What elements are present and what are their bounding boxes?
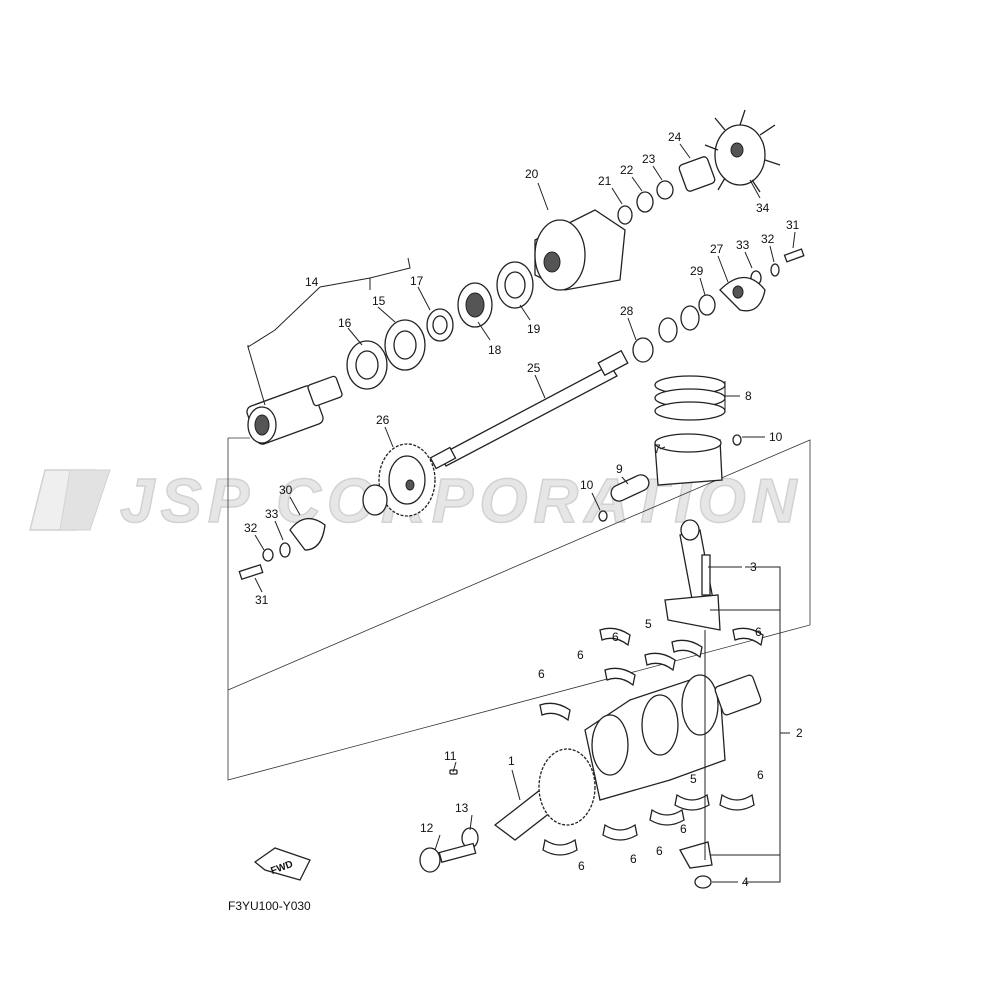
callout-6-a: 6	[538, 667, 545, 681]
callout-6-h: 6	[680, 822, 687, 836]
callout-28: 28	[620, 304, 634, 318]
part-29-washer-upper	[698, 294, 716, 316]
callout-6-b: 6	[577, 648, 584, 662]
diagram-code: F3YU100-Y030	[228, 899, 311, 913]
part-21-washer	[617, 205, 633, 225]
part-4-nut	[694, 875, 712, 889]
callout-22: 22	[620, 163, 634, 177]
callout-20: 20	[525, 167, 539, 181]
callout-10-left: 10	[580, 478, 594, 492]
callout-14: 14	[305, 275, 319, 289]
callout-24: 24	[668, 130, 682, 144]
part-10-circlip-left	[598, 510, 608, 522]
callout-17: 17	[410, 274, 424, 288]
part-31-bolt-lower	[238, 563, 264, 581]
callout-25: 25	[527, 361, 541, 375]
part-27-cam	[719, 276, 766, 312]
bearing-shells	[539, 627, 764, 856]
part-17-collar	[426, 308, 454, 342]
part-7-piston	[654, 433, 723, 486]
part-26-gear	[362, 443, 436, 517]
part-1-crankshaft	[493, 674, 762, 841]
callout-26: 26	[376, 413, 390, 427]
callout-19: 19	[527, 322, 541, 336]
part-24-sleeve	[678, 156, 716, 192]
callout-6-d: 6	[755, 625, 762, 639]
part-31-bolt-upper	[783, 248, 805, 263]
part-2-rod-cap	[679, 841, 713, 869]
callout-16: 16	[338, 316, 352, 330]
part-34-fan	[704, 109, 781, 193]
callout-33-upper: 33	[736, 238, 750, 252]
part-12-bolt	[419, 842, 477, 873]
callout-32-upper: 32	[761, 232, 775, 246]
callout-21: 21	[598, 174, 612, 188]
callout-33-lower: 33	[265, 507, 279, 521]
part-16-bearing	[346, 340, 388, 390]
callout-9: 9	[616, 462, 623, 476]
part-3-connecting-rod	[664, 519, 721, 631]
callout-32-lower: 32	[244, 521, 258, 535]
part-9-piston-pin	[610, 474, 650, 502]
callout-15: 15	[372, 294, 386, 308]
callout-4: 4	[742, 875, 749, 889]
part-18-seal	[457, 282, 493, 328]
part-20-impeller-housing	[534, 209, 626, 291]
callout-29: 29	[690, 264, 704, 278]
part-15-bearing	[384, 319, 426, 371]
part-32-washer-upper	[770, 263, 780, 277]
callout-6-g: 6	[656, 844, 663, 858]
callout-5-bottom: 5	[690, 772, 697, 786]
leader-lines	[247, 143, 796, 883]
assembly-outline	[227, 437, 811, 781]
part-23-nut	[656, 180, 674, 200]
part-33-washer-lower	[279, 542, 291, 558]
callout-6-f: 6	[630, 852, 637, 866]
part-19-seal	[496, 261, 534, 309]
callout-6-i: 6	[757, 768, 764, 782]
callout-8: 8	[745, 389, 752, 403]
callout-6-e: 6	[578, 859, 585, 873]
callout-23: 23	[642, 152, 656, 166]
callout-31-upper: 31	[786, 218, 800, 232]
part-10-circlip-right	[732, 434, 742, 446]
part-8-piston-rings	[654, 375, 726, 421]
callout-labels: 1 2 3 4 5 5 6 6 6 6 6 6 6 6 6 7 8 9 10 1…	[244, 130, 803, 889]
part-28-needle-bearing	[632, 305, 700, 363]
callout-31-lower: 31	[255, 593, 269, 607]
callout-27: 27	[710, 242, 724, 256]
part-22-washer	[636, 191, 654, 213]
callout-5-top: 5	[645, 617, 652, 631]
callout-6-c: 6	[612, 630, 619, 644]
callout-11: 11	[444, 749, 457, 763]
part-30-cam	[289, 518, 326, 551]
callout-13: 13	[455, 801, 469, 815]
part-25-shaft	[429, 349, 629, 470]
part-14-coupling	[246, 375, 343, 445]
callout-30: 30	[279, 483, 293, 497]
callout-3: 3	[750, 560, 757, 574]
callout-34: 34	[756, 201, 770, 215]
part-32-washer-lower	[262, 548, 274, 562]
fwd-arrow-icon: FWD	[253, 847, 311, 881]
callout-18: 18	[488, 343, 502, 357]
callout-10-right: 10	[769, 430, 783, 444]
callout-7: 7	[654, 442, 661, 456]
callout-1: 1	[508, 754, 515, 768]
callout-2: 2	[796, 726, 803, 740]
callout-12: 12	[420, 821, 434, 835]
